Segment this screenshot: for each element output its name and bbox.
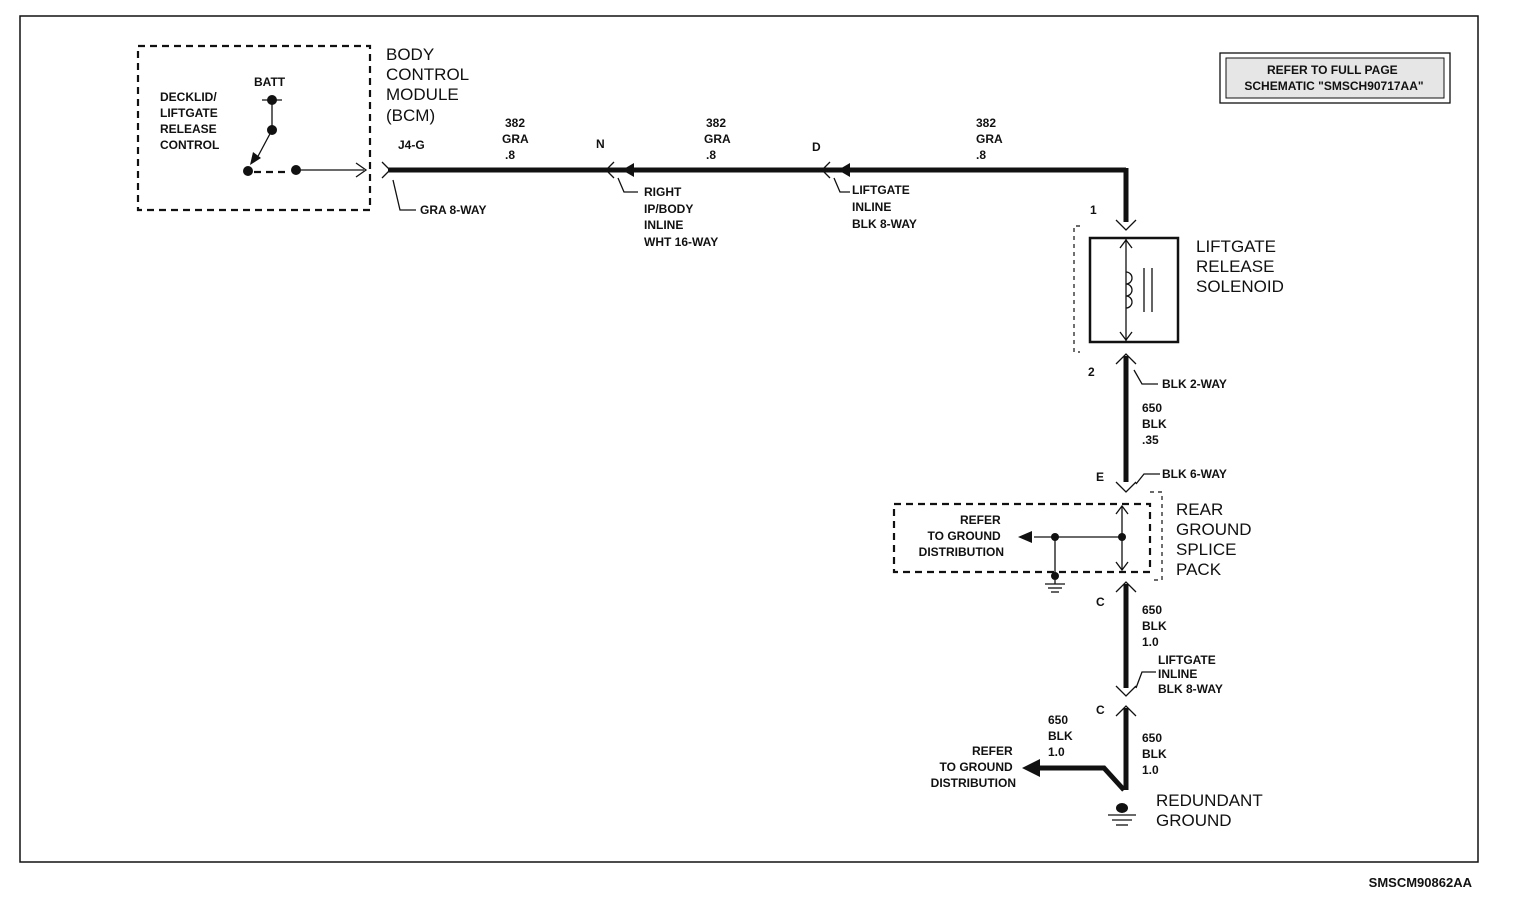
splice-pin-e-connector	[1115, 481, 1137, 493]
splice-connector-bracket	[1150, 491, 1163, 581]
connector-n-leader	[617, 177, 638, 193]
bcm-pin-label: J4-G	[398, 138, 425, 152]
splice-bus	[1018, 504, 1129, 580]
refer-box-outer	[1219, 52, 1451, 104]
solenoid-pin1-connector	[1115, 219, 1137, 231]
wire-label-seg4: 650 BLK .35	[1142, 401, 1170, 447]
connector-d-leader	[833, 177, 850, 193]
connector-d-label: LIFTGATE INLINE BLK 8-WAY	[852, 183, 917, 231]
solenoid-coil-icon	[1119, 238, 1153, 342]
connector-d-left	[821, 161, 831, 179]
solenoid-pin2: 2	[1088, 365, 1095, 379]
splice-conn-leader	[1135, 473, 1160, 485]
figure-id: SMSCM90862AA	[1369, 875, 1473, 890]
bcm-switch-label: DECKLID/ LIFTGATE RELEASE CONTROL	[160, 90, 221, 152]
wire-650-blk-10-c	[1038, 765, 1126, 792]
inline-connector-bottom	[1115, 705, 1137, 717]
bcm-dashed-box	[136, 44, 372, 212]
refer-box-text: REFER TO FULL PAGE SCHEMATIC "SMSCH90717…	[1244, 63, 1423, 93]
bcm-title: BODY CONTROL MODULE (BCM)	[386, 45, 473, 125]
connector-n-left	[605, 161, 615, 179]
inline-connector-top	[1115, 685, 1137, 697]
splice-pin-e: E	[1096, 470, 1104, 484]
splice-pin-c: C	[1096, 595, 1105, 609]
refer-box-inner	[1225, 57, 1445, 99]
solenoid-conn-label: BLK 2-WAY	[1162, 377, 1227, 391]
redundant-ground-label: REDUNDANT GROUND	[1156, 791, 1267, 830]
wire-label-seg3: 382 GRA .8	[976, 116, 1006, 162]
solenoid-connector-bracket	[1073, 225, 1080, 353]
solenoid-conn-leader	[1133, 369, 1158, 385]
connector-d-arrow	[838, 163, 850, 177]
batt-label: BATT	[254, 75, 286, 89]
wire-label-seg1: 382 GRA .8	[502, 116, 532, 162]
connector-n-arrow	[622, 163, 634, 177]
solenoid-box	[1088, 236, 1180, 344]
solenoid-pin1: 1	[1090, 203, 1097, 217]
ground-refer-arrow	[1022, 759, 1040, 777]
bcm-connector-icon	[381, 161, 391, 179]
diagram-frame	[19, 15, 1479, 863]
splice-pack-box	[892, 502, 1152, 574]
bcm-connector-label: GRA 8-WAY	[420, 203, 486, 217]
wire-label-seg5: 650 BLK 1.0	[1142, 603, 1170, 649]
connector-n-pin: N	[596, 137, 605, 151]
wire-label-seg7: 650 BLK 1.0	[1142, 731, 1170, 777]
connector-d-pin: D	[812, 140, 821, 154]
bcm-connector-leader	[392, 179, 416, 211]
splice-conn-label: BLK 6-WAY	[1162, 467, 1227, 481]
splice-pin-c-connector	[1115, 581, 1137, 593]
wire-label-seg2: 382 GRA .8	[704, 116, 734, 162]
inline-conn-leader	[1135, 671, 1156, 689]
splice-ground-icon	[1045, 580, 1065, 593]
ground-refer-text: REFER TO GROUND DISTRIBUTION	[931, 744, 1016, 790]
inline-pin-c: C	[1096, 703, 1105, 717]
bcm-switch-icon	[243, 95, 368, 178]
splice-pack-label: REAR GROUND SPLICE PACK	[1176, 500, 1256, 579]
redundant-ground-icon	[1108, 803, 1136, 826]
connector-n-label: RIGHT IP/BODY INLINE WHT 16-WAY	[644, 185, 718, 249]
solenoid-pin2-connector	[1115, 353, 1137, 365]
wire-label-seg6: 650 BLK 1.0	[1048, 713, 1076, 759]
inline-connector-label: LIFTGATE INLINE BLK 8-WAY	[1158, 653, 1223, 696]
solenoid-label: LIFTGATE RELEASE SOLENOID	[1196, 237, 1284, 296]
splice-refer-text: REFER TO GROUND DISTRIBUTION	[919, 513, 1004, 559]
